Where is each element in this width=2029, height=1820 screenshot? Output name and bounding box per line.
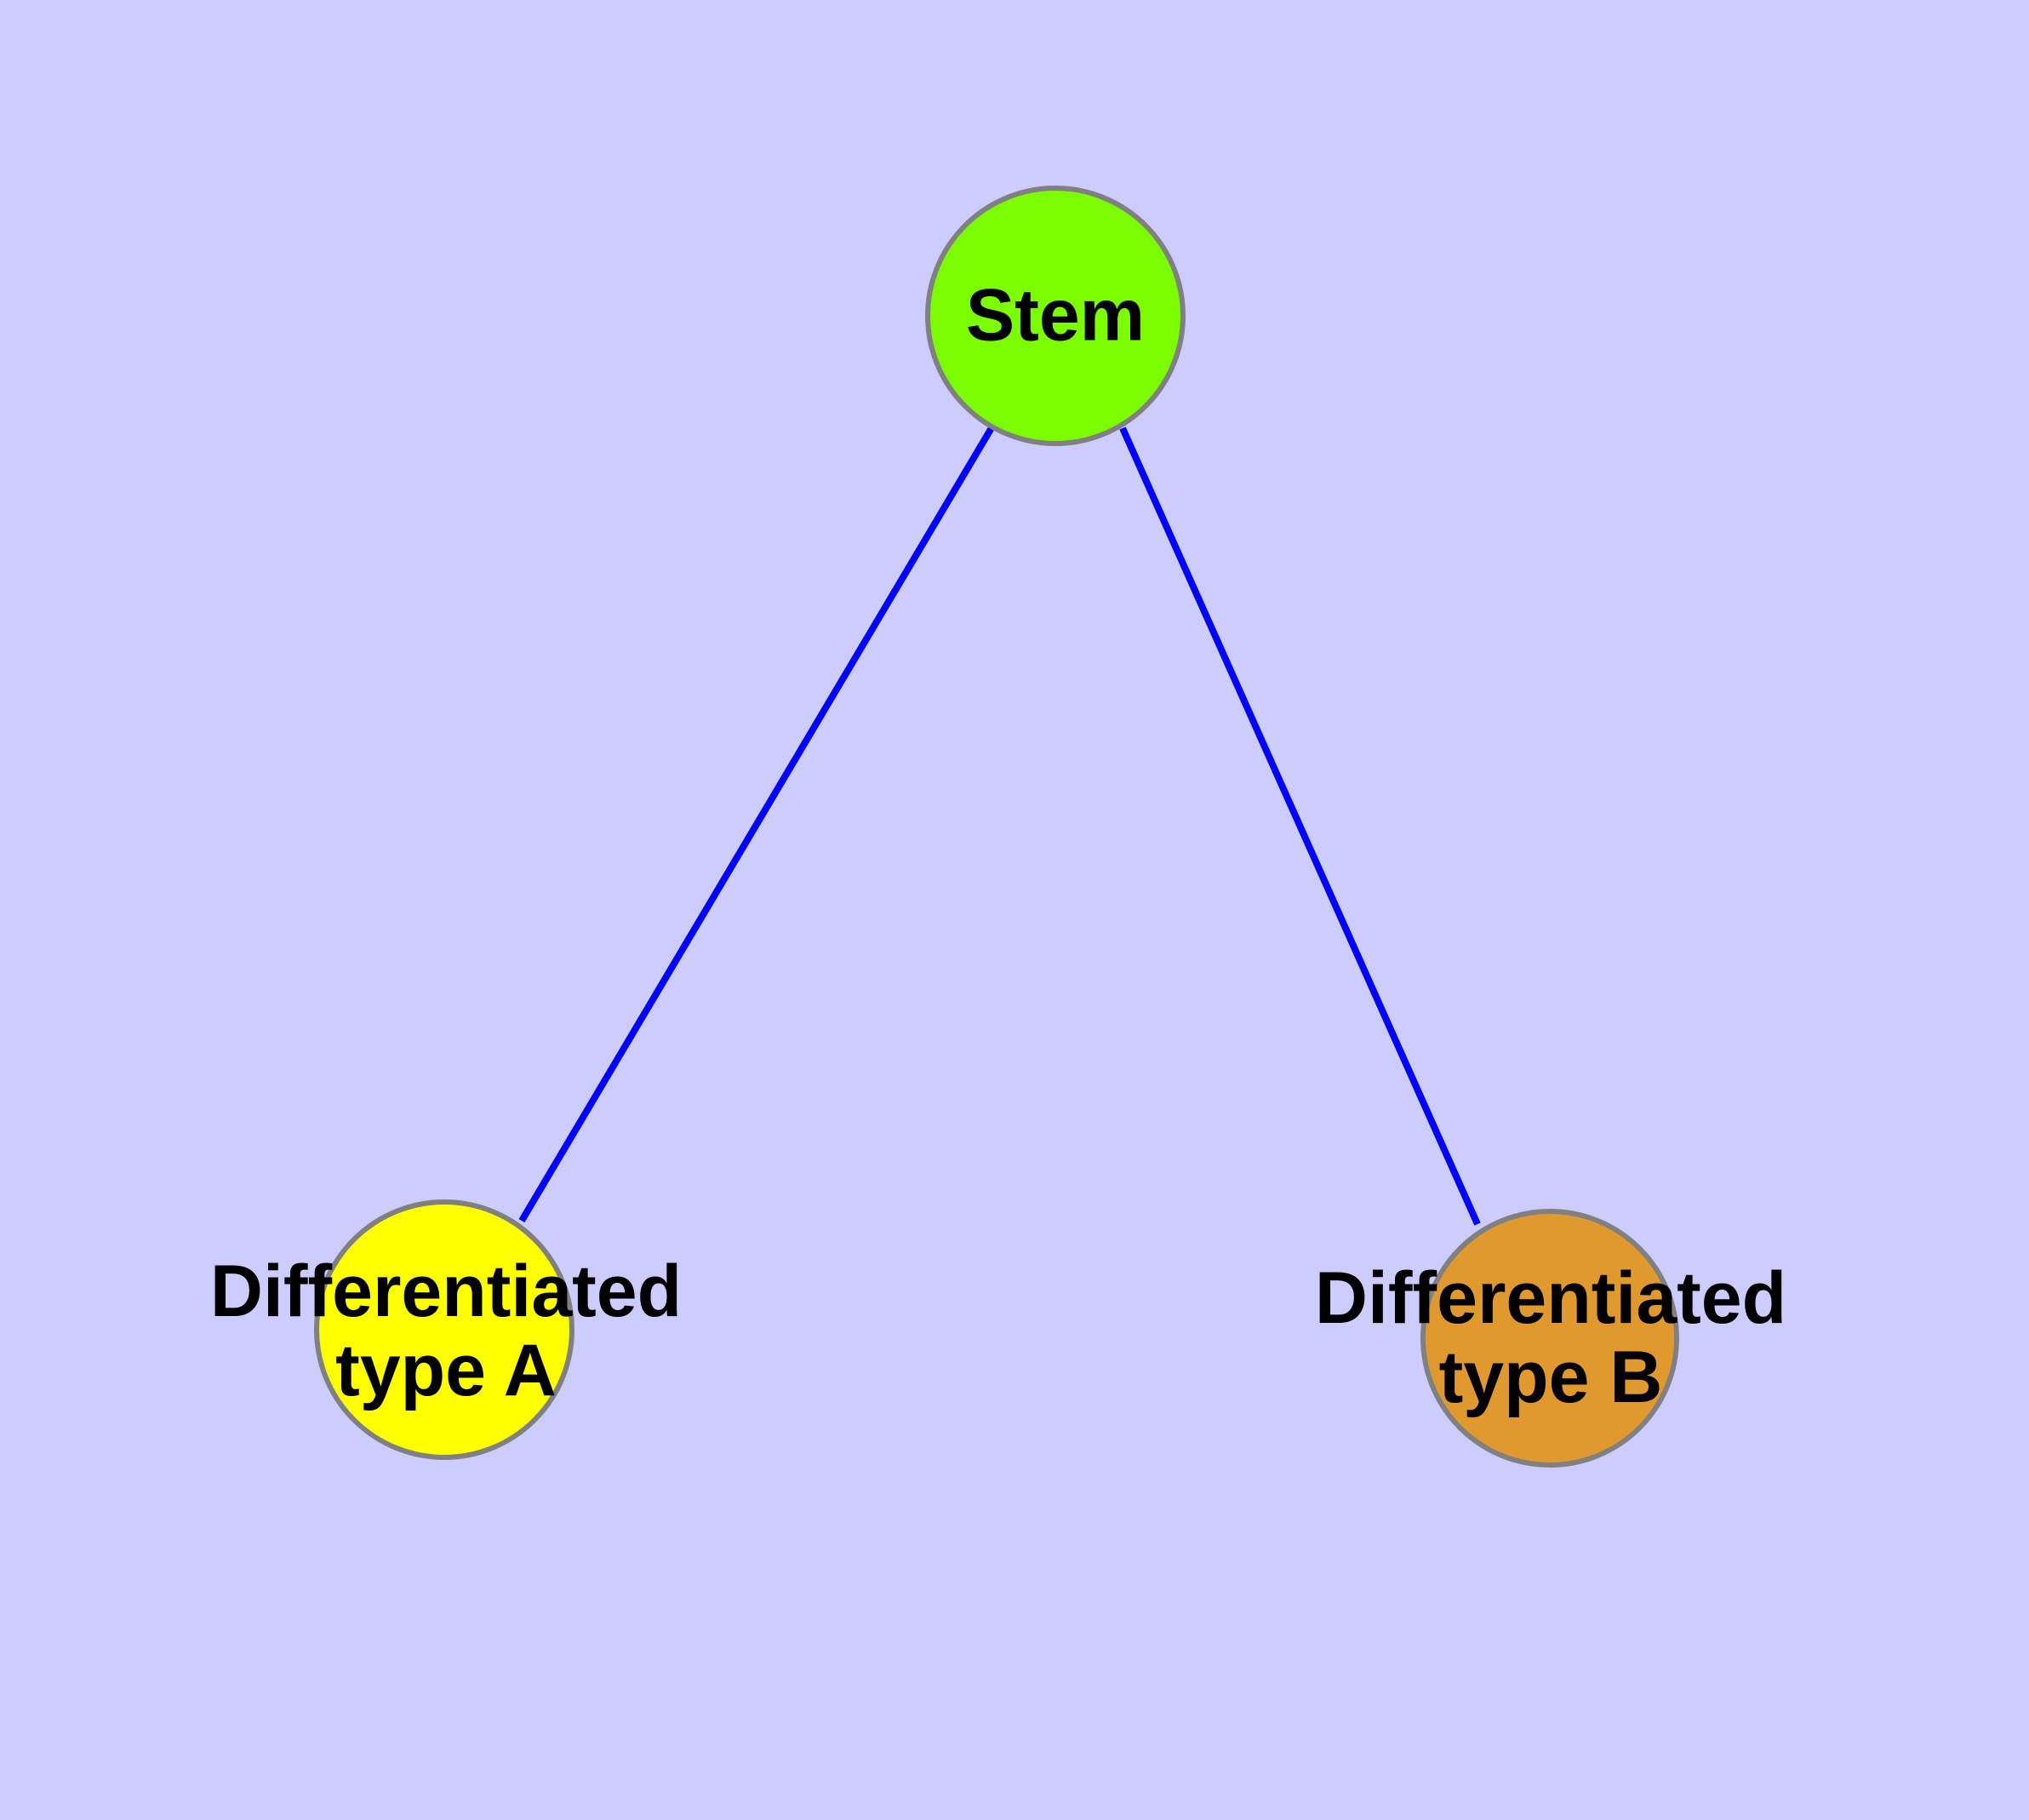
edge-stem-to-differentiated-type-a[interactable] bbox=[518, 424, 996, 1223]
node-stem-circle[interactable] bbox=[925, 186, 1186, 446]
edge-stem-to-differentiated-type-b[interactable] bbox=[1119, 426, 1481, 1226]
node-differentiated-type-b-circle[interactable] bbox=[1420, 1209, 1679, 1468]
node-layer bbox=[314, 186, 1679, 1468]
node-differentiated-type-a-circle[interactable] bbox=[314, 1199, 574, 1460]
edge-layer bbox=[518, 424, 1481, 1226]
